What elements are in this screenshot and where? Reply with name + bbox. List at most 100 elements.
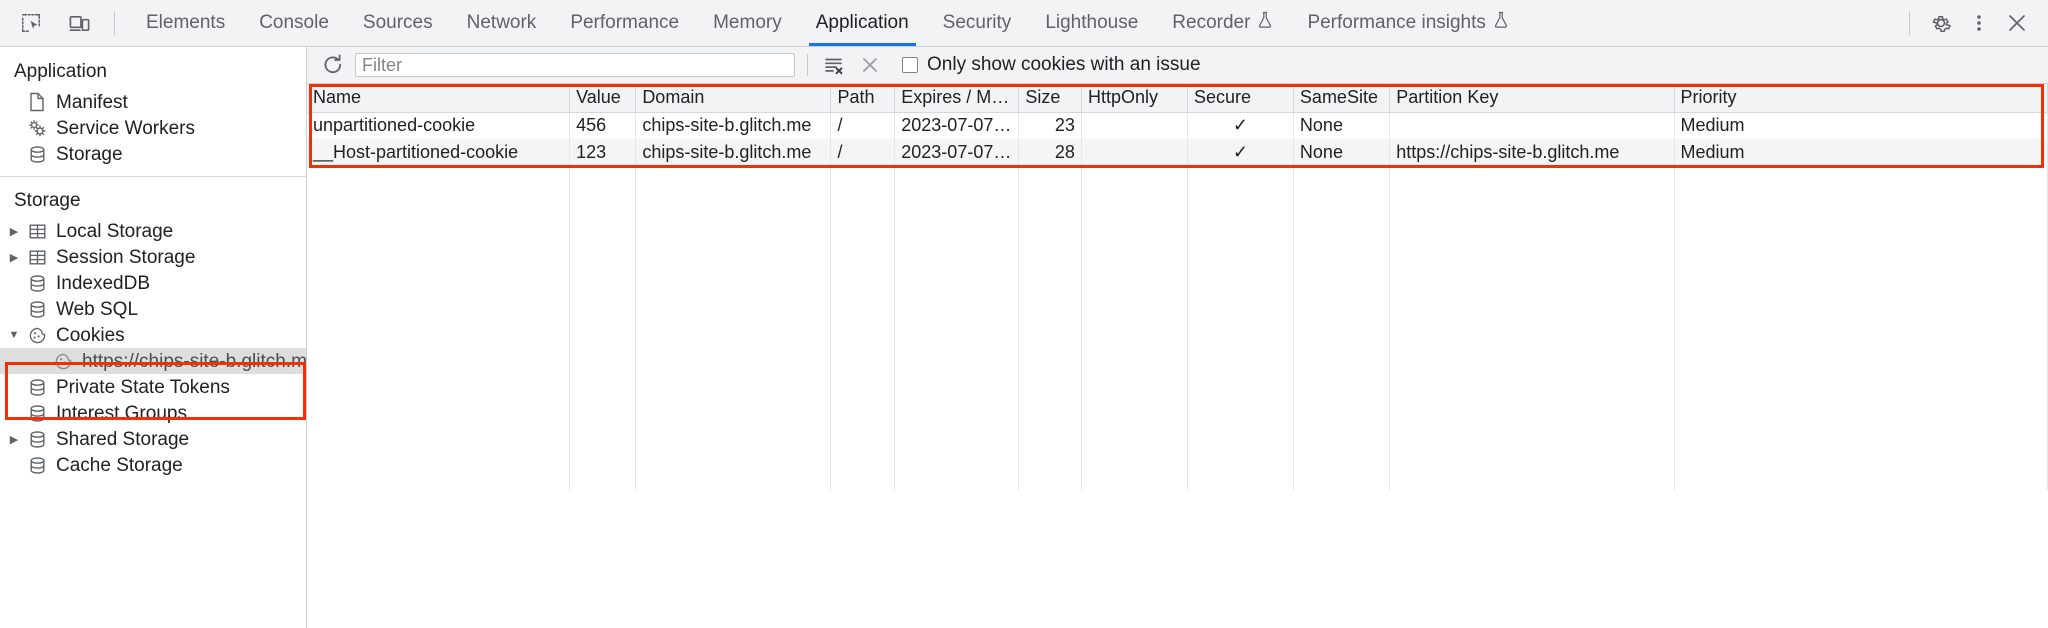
sidebar-item-cache-storage[interactable]: ▶ Cache Storage [0,452,306,478]
cell-domain: chips-site-b.glitch.me [635,112,832,139]
cell-partition-key: https://chips-site-b.glitch.me [1389,139,1675,166]
tab-application[interactable]: Application [799,0,926,46]
close-icon[interactable] [2000,6,2034,40]
cell-size: 28 [1018,139,1082,166]
tab-label: Security [942,12,1012,33]
cell-name: unpartitioned-cookie [307,112,571,139]
column-header-domain[interactable]: Domain [635,84,832,113]
clear-filter-icon[interactable] [820,51,848,79]
tab-security[interactable]: Security [926,0,1029,46]
table-row[interactable]: __Host-partitioned-cookie 123 chips-site… [307,139,2048,166]
tab-label: Elements [146,12,226,33]
cookies-panel: Only show cookies with an issue Name Val… [307,47,2048,628]
sidebar-item-indexeddb[interactable]: ▶ IndexedDB [0,270,306,296]
chevron-right-icon[interactable]: ▶ [9,433,19,446]
sidebar-item-session-storage[interactable]: ▶ Session Storage [0,244,306,270]
column-header-httponly[interactable]: HttpOnly [1081,84,1188,113]
device-toolbar-icon[interactable] [62,6,96,40]
cookies-grid-wrapper: Name Value Domain Path Expires / M… Size… [307,84,2048,628]
gear-icon[interactable] [1924,6,1958,40]
tab-memory[interactable]: Memory [696,0,799,46]
column-header-value[interactable]: Value [569,84,637,113]
tab-label: Network [466,12,537,33]
cell-secure: ✓ [1187,112,1294,139]
column-header-name[interactable]: Name [307,84,571,113]
cell-samesite: None [1293,139,1391,166]
checkbox-label: Only show cookies with an issue [927,54,1201,75]
sidebar-item-interest-groups[interactable]: ▶ Interest Groups [0,400,306,426]
sidebar-item-label: Storage [56,143,123,165]
chevron-down-icon[interactable]: ▼ [8,329,20,341]
tab-network[interactable]: Network [450,0,554,46]
chevron-right-icon[interactable]: ▶ [9,251,19,264]
database-icon [26,429,48,449]
sidebar-item-label: Cookies [56,324,125,346]
database-icon [26,299,48,319]
sidebar-item-web-sql[interactable]: ▶ Web SQL [0,296,306,322]
tab-performance-insights[interactable]: Performance insights [1290,0,1525,46]
cell-path: / [830,139,896,166]
tab-lighthouse[interactable]: Lighthouse [1028,0,1155,46]
column-header-size[interactable]: Size [1018,84,1082,113]
tab-sources[interactable]: Sources [346,0,450,46]
cell-name: __Host-partitioned-cookie [307,139,571,166]
sidebar-item-label: IndexedDB [56,272,151,294]
sidebar-item-cookie-origin[interactable]: ▶ https://chips-site-b.glitch.me [0,348,306,374]
sidebar-item-manifest[interactable]: ▶ Manifest [0,89,306,115]
column-header-secure[interactable]: Secure [1187,84,1294,113]
sidebar-item-label: Shared Storage [56,428,190,450]
column-header-path[interactable]: Path [830,84,896,113]
table-empty-row [307,409,2048,436]
column-header-expires[interactable]: Expires / M… [894,84,1020,113]
table-empty-row [307,193,2048,220]
sidebar-section-title: Application [14,61,107,82]
sidebar-section-title: Storage [14,190,81,211]
sidebar-item-local-storage[interactable]: ▶ Local Storage [0,218,306,244]
sidebar-item-label: Web SQL [56,298,139,320]
tab-recorder[interactable]: Recorder [1155,0,1290,46]
sidebar-item-label: Private State Tokens [56,376,230,398]
sidebar-item-label: Service Workers [56,117,196,139]
chevron-right-icon[interactable]: ▶ [9,225,19,238]
kebab-menu-icon[interactable] [1962,6,1996,40]
sidebar-item-private-state-tokens[interactable]: ▶ Private State Tokens [0,374,306,400]
sidebar-item-label: Local Storage [56,220,174,242]
database-icon [26,403,48,423]
only-issues-checkbox[interactable]: Only show cookies with an issue [902,54,1201,76]
sidebar-item-service-workers[interactable]: ▶ Service Workers [0,115,306,141]
refresh-icon[interactable] [319,51,347,79]
cell-secure: ✓ [1187,139,1294,166]
tab-label: Lighthouse [1045,12,1139,33]
tabbar-divider [114,11,115,35]
cell-httponly [1081,112,1188,139]
filter-input[interactable] [355,53,795,77]
tabbar-left-icons [0,0,129,46]
sidebar-item-shared-storage[interactable]: ▶ Shared Storage [0,426,306,452]
tab-console[interactable]: Console [242,0,346,46]
checkbox-box[interactable] [902,57,918,73]
tab-elements[interactable]: Elements [129,0,242,46]
table-row[interactable]: unpartitioned-cookie 456 chips-site-b.gl… [307,112,2048,139]
cell-httponly [1081,139,1188,166]
cell-samesite: None [1293,112,1391,139]
clear-all-icon[interactable] [856,51,884,79]
tab-performance[interactable]: Performance [553,0,696,46]
sidebar-item-cookies[interactable]: ▼ Cookies [0,322,306,348]
document-icon [26,92,48,112]
inspect-element-icon[interactable] [14,6,48,40]
cookies-table: Name Value Domain Path Expires / M… Size… [307,84,2048,490]
panel-tabs: Elements Console Sources Network Perform… [129,0,1526,46]
table-header-row: Name Value Domain Path Expires / M… Size… [307,84,2048,113]
column-header-partition-key[interactable]: Partition Key [1389,84,1675,113]
column-header-samesite[interactable]: SameSite [1293,84,1391,113]
tab-label: Application [815,12,909,33]
sidebar-item-label: Manifest [56,91,128,113]
gears-icon [26,118,48,138]
devtools-tabbar: Elements Console Sources Network Perform… [0,0,2048,47]
sidebar-item-storage[interactable]: ▶ Storage [0,141,306,167]
tabbar-right-icons [1905,0,2048,46]
cell-expires: 2023-07-07… [894,139,1020,166]
sidebar-item-label: Session Storage [56,246,196,268]
column-header-priority[interactable]: Priority [1674,84,2048,113]
sidebar-item-label: Cache Storage [56,454,183,476]
